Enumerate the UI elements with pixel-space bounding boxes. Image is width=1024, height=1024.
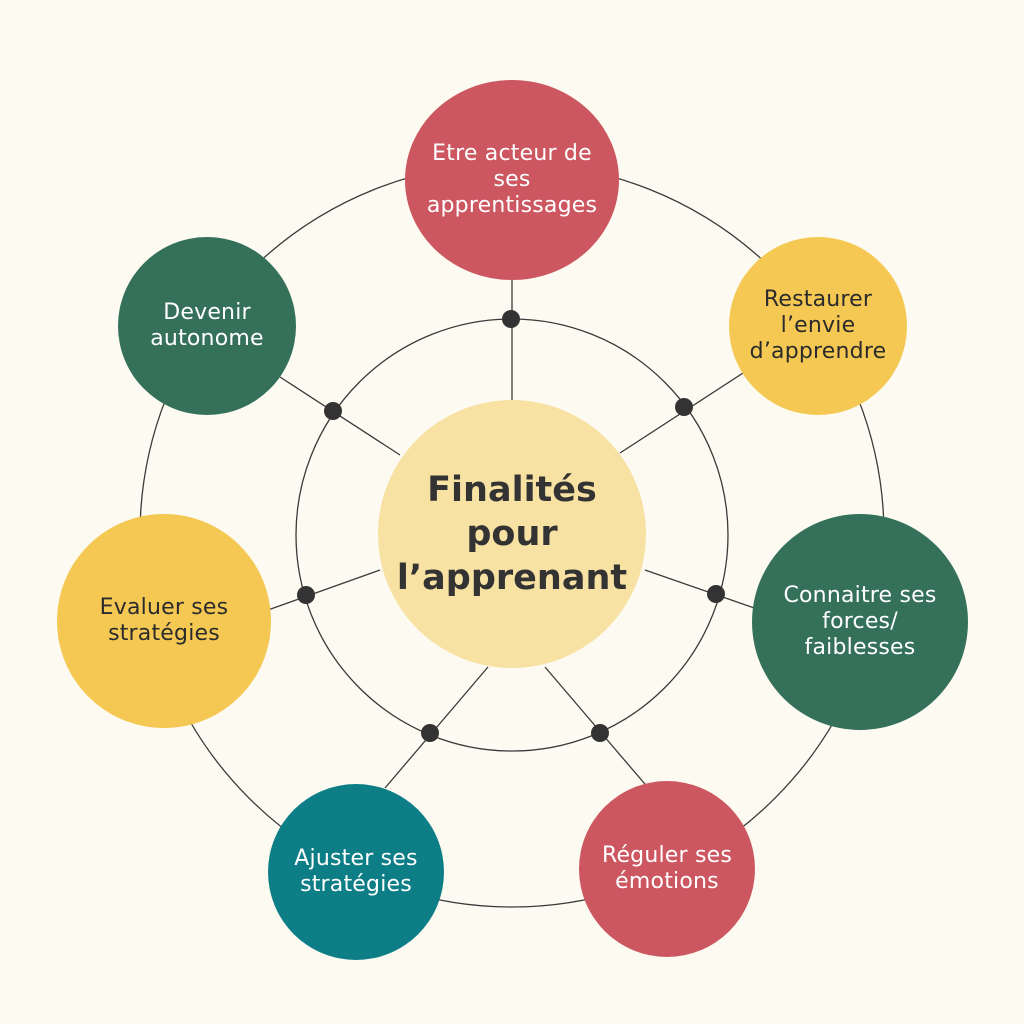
ring-dot xyxy=(707,585,725,603)
node-label: Restaurer l’envie d’apprendre xyxy=(749,287,887,364)
ring-dot xyxy=(591,724,609,742)
spoke-line xyxy=(644,569,761,611)
ring-dots xyxy=(297,310,725,742)
node-reguler-emotions: Réguler ses émotions xyxy=(579,781,755,957)
node-label: Devenir autonome xyxy=(150,300,264,351)
center-circle: Finalités pour l’apprenant xyxy=(378,400,646,668)
ring-dot xyxy=(675,398,693,416)
ring-dot xyxy=(297,586,315,604)
node-ajuster-strategies: Ajuster ses stratégies xyxy=(268,784,444,960)
node-devenir-autonome: Devenir autonome xyxy=(118,237,296,415)
node-evaluer-strategies: Evaluer ses stratégies xyxy=(57,514,271,728)
center-title: Finalités pour l’apprenant xyxy=(396,470,628,598)
node-label: Connaitre ses forces/ faiblesses xyxy=(783,583,937,660)
node-label: Ajuster ses stratégies xyxy=(294,846,418,897)
node-connaitre-forces: Connaitre ses forces/ faiblesses xyxy=(752,514,968,730)
ring-dot xyxy=(324,402,342,420)
ring-dot xyxy=(502,310,520,328)
node-label: Réguler ses émotions xyxy=(601,843,733,894)
node-restaurer-envie: Restaurer l’envie d’apprendre xyxy=(729,237,907,415)
node-label: Etre acteur de ses apprentissages xyxy=(426,141,598,218)
spoke-line xyxy=(267,569,381,611)
node-label: Evaluer ses stratégies xyxy=(99,595,229,646)
node-etre-acteur: Etre acteur de ses apprentissages xyxy=(405,80,619,280)
ring-dot xyxy=(421,724,439,742)
